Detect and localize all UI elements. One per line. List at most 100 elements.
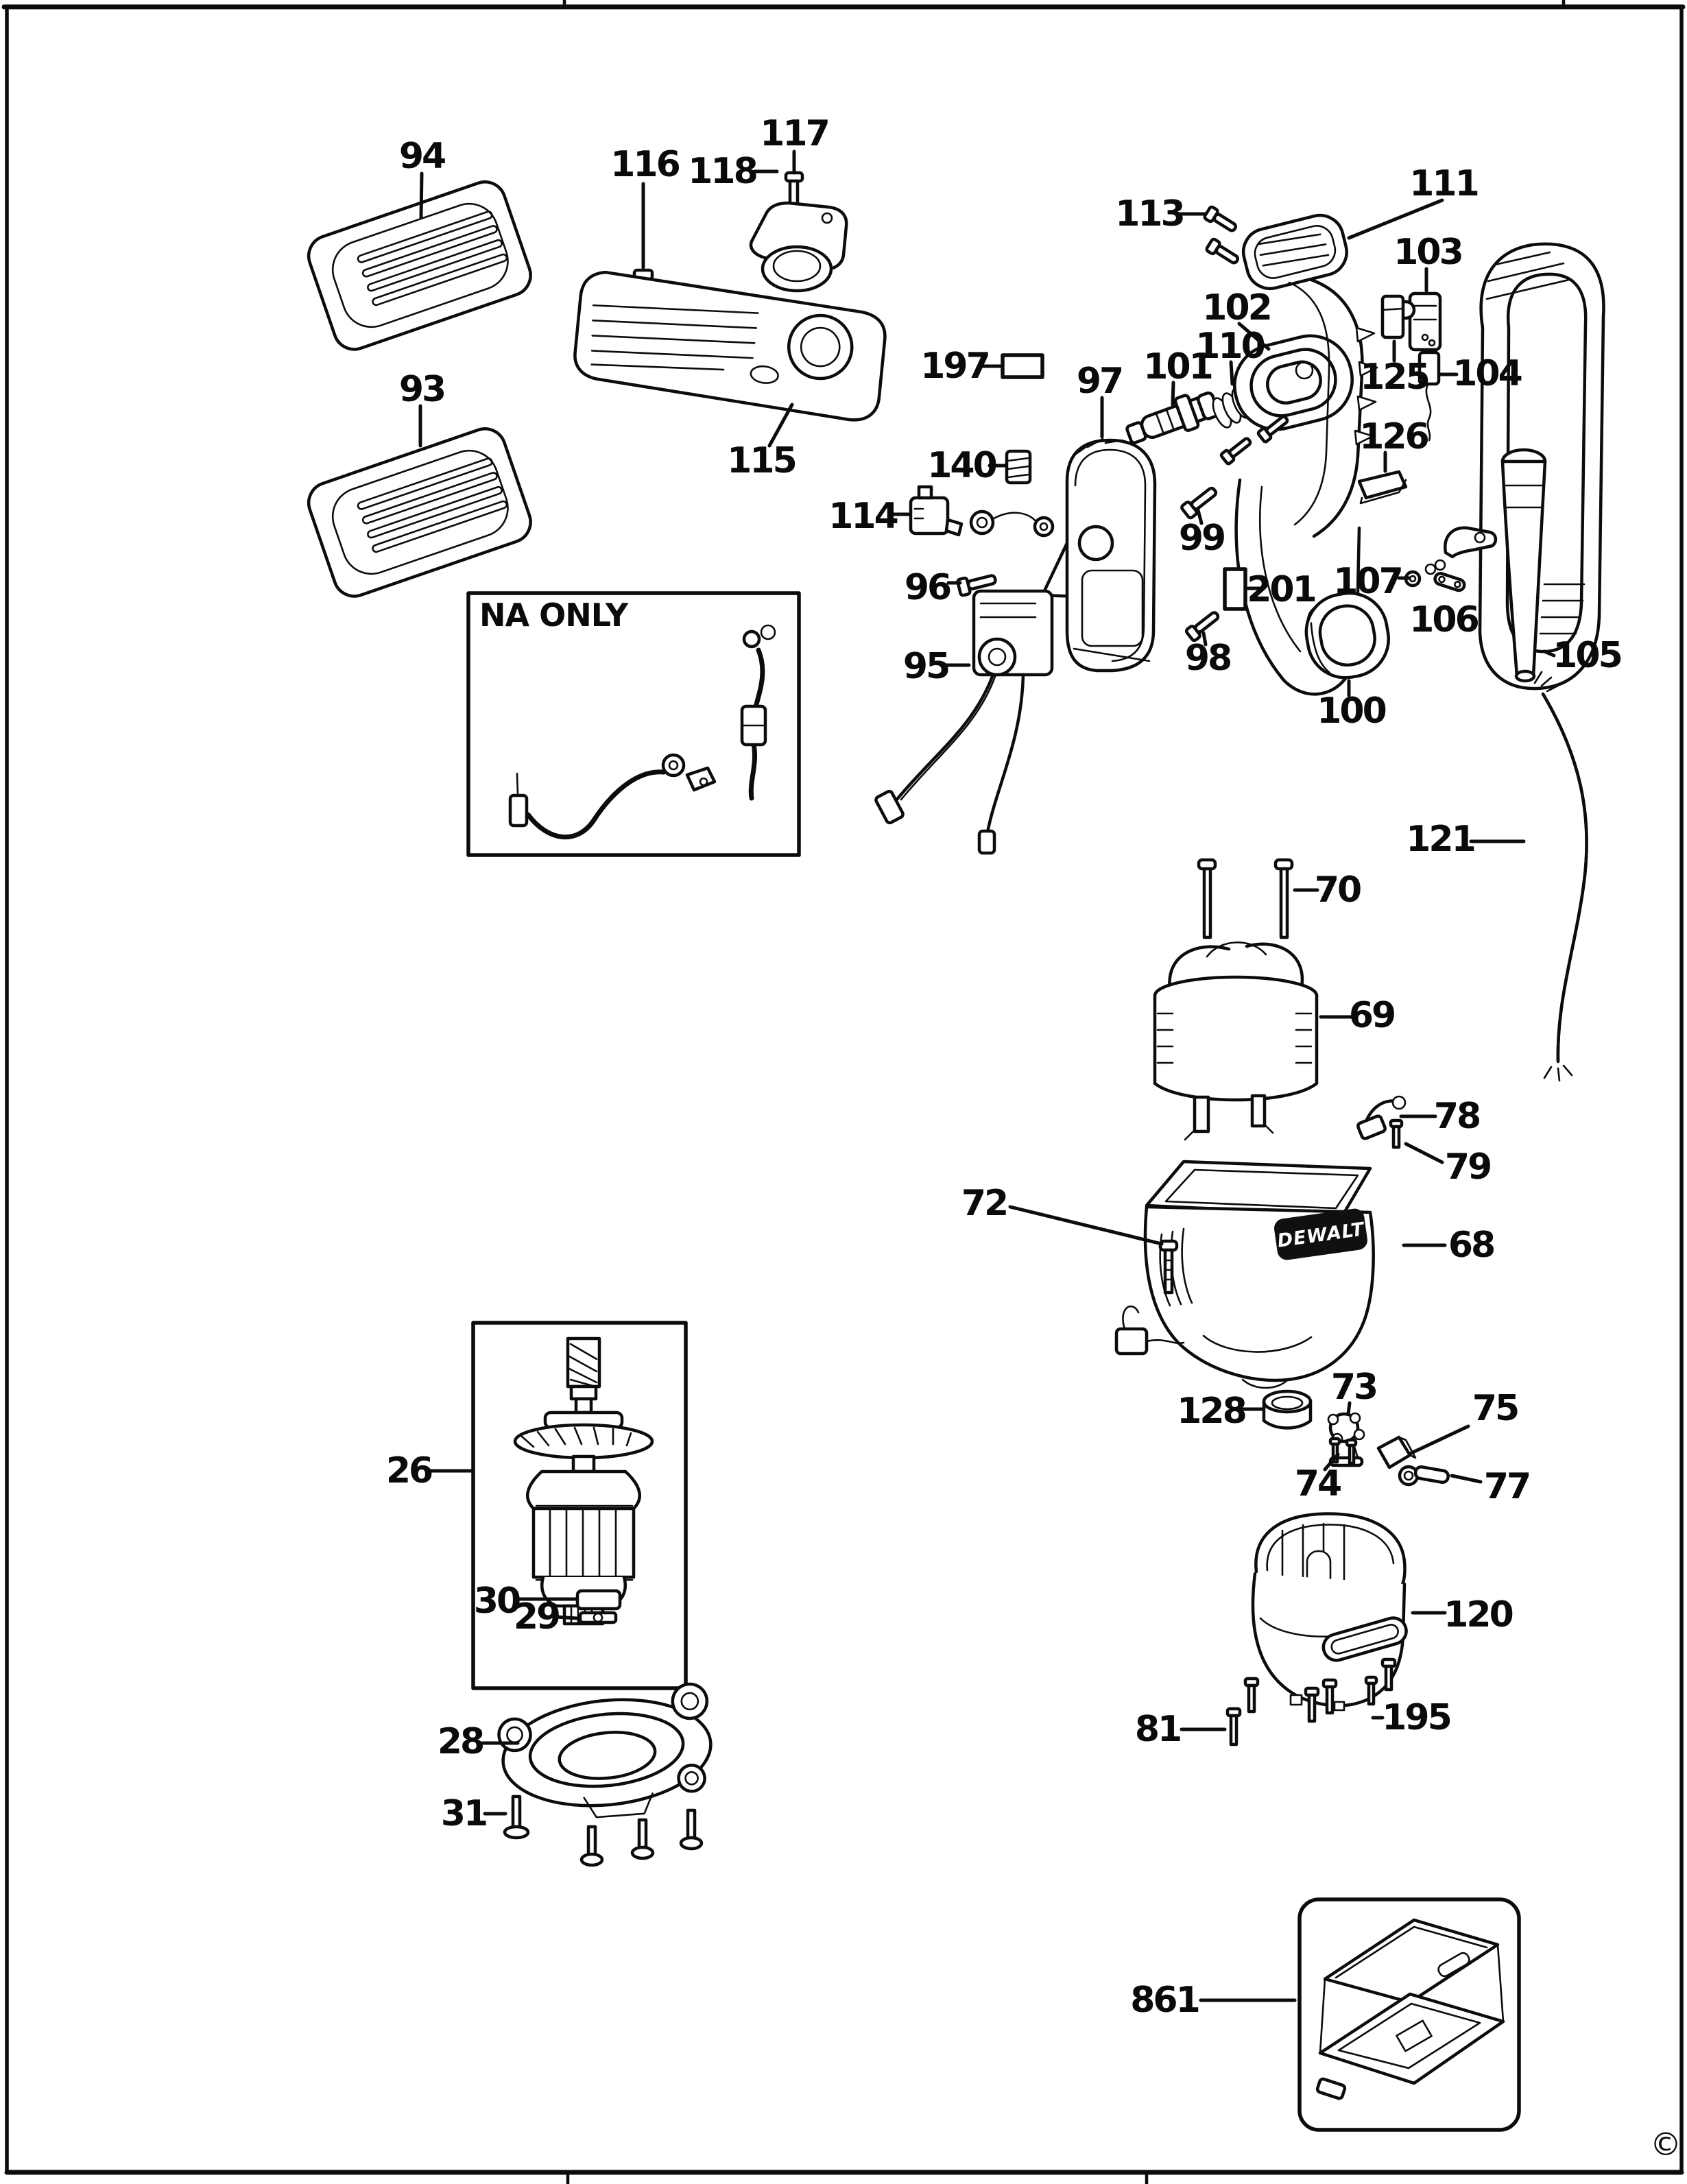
callout-120: 120 — [1444, 1594, 1514, 1635]
leader-line-79 — [1404, 1142, 1444, 1164]
leader-line-105 — [1542, 649, 1556, 658]
part-195-screw — [1364, 1657, 1397, 1706]
leader-line-94 — [419, 171, 424, 219]
part-81-screws — [1225, 1677, 1338, 1747]
leader-line-77 — [1450, 1474, 1483, 1484]
na-only-label: NA ONLY — [479, 597, 628, 634]
part-mounting-screws — [1219, 415, 1289, 466]
part-201-plate — [1223, 567, 1247, 611]
callout-101: 101 — [1143, 346, 1214, 387]
part-wire-clip — [1114, 1305, 1185, 1356]
part-31-screws — [503, 1795, 704, 1867]
callout-118: 118 — [688, 151, 758, 192]
part-102-boot — [1233, 334, 1354, 431]
part-26-armature — [471, 1321, 688, 1690]
callout-78: 78 — [1433, 1096, 1481, 1137]
part-93-side-cover — [307, 427, 532, 598]
na-only-box — [466, 591, 801, 857]
callout-77: 77 — [1483, 1466, 1531, 1507]
part-94-side-cover — [307, 180, 532, 351]
callout-105: 105 — [1553, 635, 1623, 676]
part-128-ring — [1262, 1389, 1313, 1430]
part-100-grommet — [1304, 591, 1391, 680]
part-68-housing: DEWALT — [1143, 1160, 1375, 1389]
callout-195: 195 — [1382, 1697, 1452, 1738]
callout-117: 117 — [760, 113, 830, 154]
callout-100: 100 — [1317, 691, 1387, 732]
callout-128: 128 — [1177, 1391, 1247, 1432]
part-96-screw — [956, 574, 997, 597]
callout-72: 72 — [961, 1183, 1009, 1224]
callout-95: 95 — [902, 646, 950, 687]
callout-69: 69 — [1348, 995, 1396, 1036]
callout-113: 113 — [1115, 193, 1186, 235]
callout-93: 93 — [398, 369, 446, 410]
callout-31: 31 — [440, 1793, 488, 1834]
part-70-screws — [1197, 858, 1294, 939]
callout-68: 68 — [1448, 1225, 1496, 1266]
callout-197: 197 — [920, 346, 991, 387]
callout-126: 126 — [1359, 416, 1430, 457]
part-101-plunger — [1125, 391, 1220, 444]
leader-line-73 — [1346, 1401, 1352, 1416]
leader-line-72 — [1008, 1205, 1164, 1246]
part-104-strip — [1417, 350, 1441, 442]
callout-106: 106 — [1409, 599, 1480, 640]
leader-line-99 — [1196, 508, 1204, 525]
part-79-screw — [1389, 1118, 1404, 1149]
callout-114: 114 — [828, 496, 899, 537]
copyright-symbol: © — [1650, 2126, 1682, 2163]
callout-111: 111 — [1409, 163, 1480, 204]
part-115-top-cover — [573, 270, 887, 422]
leader-line-74 — [1323, 1452, 1340, 1472]
part-99-screw — [1180, 486, 1218, 520]
part-98-screw — [1184, 611, 1220, 643]
callout-81: 81 — [1134, 1709, 1182, 1750]
part-197-plate — [1001, 353, 1044, 379]
part-125-block — [1380, 294, 1405, 339]
part-861-kitbox — [1297, 1897, 1521, 2132]
part-106-clamp — [1444, 526, 1498, 559]
leader-line-110 — [1229, 360, 1234, 386]
callout-75: 75 — [1472, 1388, 1520, 1429]
part-120-bottom-cover — [1251, 1512, 1408, 1712]
callout-116: 116 — [610, 144, 681, 185]
leader-line-111 — [1347, 198, 1444, 240]
part-28-bearing-plate — [497, 1682, 713, 1819]
callout-28: 28 — [437, 1721, 485, 1762]
callout-140: 140 — [927, 445, 998, 486]
callout-79: 79 — [1444, 1147, 1492, 1188]
callout-201: 201 — [1247, 569, 1317, 610]
leader-line-102 — [1237, 322, 1271, 351]
part-78-brush-holder — [1356, 1095, 1407, 1140]
part-75-block — [1376, 1435, 1417, 1469]
part-140-connector — [1005, 449, 1032, 485]
part-121-cable — [1533, 671, 1588, 1082]
callout-98: 98 — [1184, 638, 1232, 679]
part-77-elbow — [1398, 1465, 1450, 1487]
callout-102: 102 — [1202, 287, 1273, 328]
callout-107: 107 — [1333, 561, 1404, 602]
callout-30: 30 — [473, 1581, 521, 1622]
part-97-cover — [1065, 437, 1157, 673]
callout-104: 104 — [1452, 353, 1523, 394]
leader-line-29 — [554, 1615, 579, 1620]
part-105-sleeve — [1500, 448, 1547, 683]
callout-103: 103 — [1393, 232, 1464, 273]
part-113-screws — [1203, 205, 1239, 265]
callout-96: 96 — [904, 567, 952, 608]
part-114-switch — [909, 485, 964, 537]
callout-125: 125 — [1360, 357, 1431, 398]
part-126-bar — [1357, 470, 1408, 505]
callout-110: 110 — [1195, 326, 1266, 367]
callout-99: 99 — [1178, 518, 1226, 559]
callout-74: 74 — [1294, 1463, 1342, 1504]
callout-70: 70 — [1314, 869, 1362, 911]
part-118-cap — [749, 201, 848, 293]
callout-29: 29 — [513, 1596, 561, 1637]
leader-lines — [418, 149, 1556, 2002]
callout-94: 94 — [398, 136, 446, 177]
